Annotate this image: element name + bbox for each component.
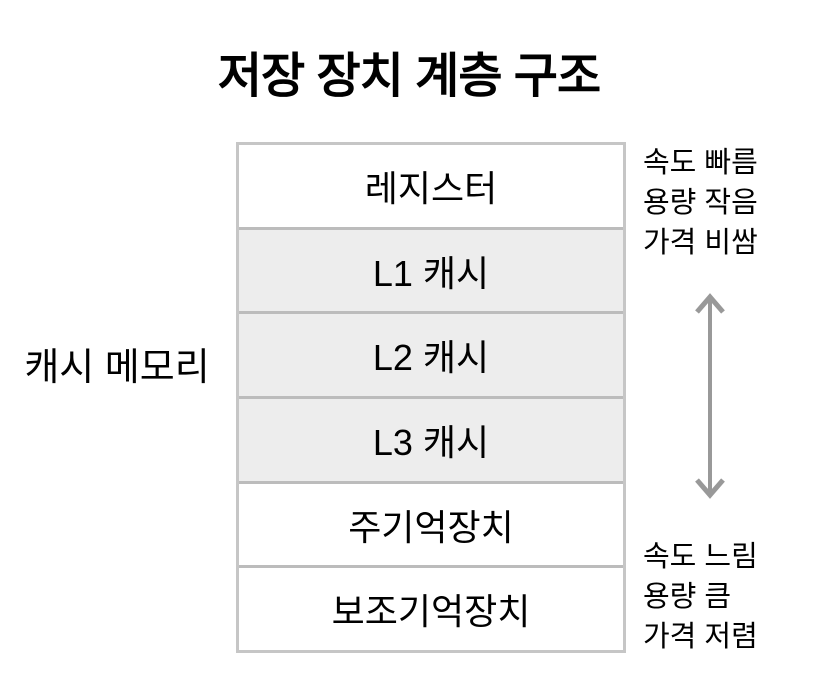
- annotation-price-expensive: 가격 비쌈: [643, 227, 758, 259]
- memory-hierarchy-stack: 레지스터 L1 캐시 L2 캐시 L3 캐시 주기억장치 보조기억장치: [236, 142, 626, 653]
- annotation-speed-slow: 속도 느림: [643, 541, 758, 573]
- double-arrow-icon: [688, 290, 732, 502]
- annotation-capacity-small: 용량 작음: [643, 187, 758, 219]
- layer-secondary-memory: 보조기억장치: [239, 565, 623, 651]
- annotation-top: 속도 빠름 용량 작음 가격 비쌈: [643, 143, 758, 263]
- layer-main-memory: 주기억장치: [239, 480, 623, 566]
- page-title: 저장 장치 계층 구조: [217, 50, 601, 103]
- layer-l3-cache: L3 캐시: [239, 396, 623, 481]
- annotation-price-cheap: 가격 저렴: [643, 621, 758, 653]
- annotation-capacity-large: 용량 큼: [643, 581, 732, 613]
- layer-l1-cache: L1 캐시: [239, 226, 623, 312]
- cache-memory-label: 캐시 메모리: [24, 347, 210, 389]
- layer-register: 레지스터: [239, 145, 623, 227]
- annotation-speed-fast: 속도 빠름: [643, 147, 758, 179]
- layer-l2-cache: L2 캐시: [239, 311, 623, 397]
- annotation-bottom: 속도 느림 용량 큼 가격 저렴: [643, 537, 758, 657]
